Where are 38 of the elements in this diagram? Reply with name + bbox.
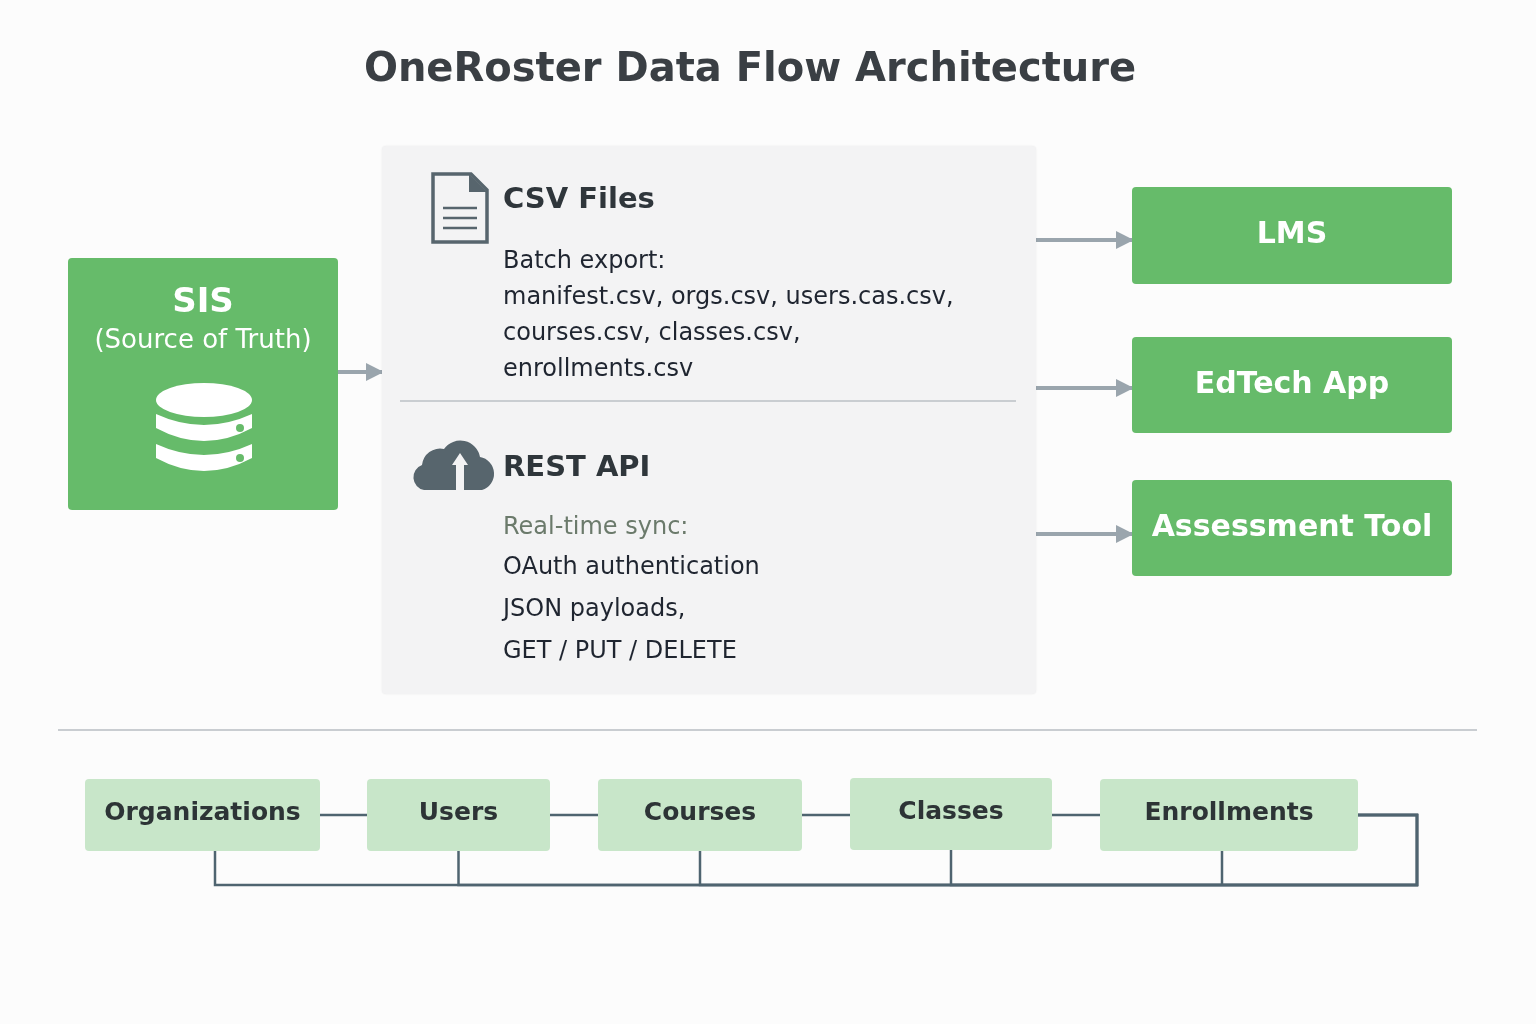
entity-box <box>598 779 802 851</box>
exchange-panel <box>382 146 1036 694</box>
connector-line <box>949 813 1419 887</box>
target-app-box <box>1132 187 1452 284</box>
section-text: OAuth authentication <box>503 551 760 582</box>
arrow <box>1036 231 1134 249</box>
box-title: SIS <box>171 280 235 320</box>
section-text: manifest.csv, orgs.csv, users.cas.csv, courses.csv, classes.csv, enrollments.csv <box>503 281 955 384</box>
entity-box <box>367 779 550 851</box>
connector-line <box>550 813 598 817</box>
arrow <box>338 363 384 381</box>
target-app-box <box>1132 337 1452 433</box>
box-label: Organizations <box>103 797 302 826</box>
entity-box <box>1100 779 1358 851</box>
connector-line <box>1052 813 1100 817</box>
section-heading: REST API <box>503 448 651 484</box>
section-text: Real-time sync: <box>503 511 689 542</box>
arrow <box>1036 525 1134 543</box>
box-label: Enrollments <box>1143 797 1315 826</box>
box-label: LMS <box>1255 215 1329 250</box>
section-text: GET / PUT / DELETE <box>503 635 737 666</box>
box-label: Users <box>417 797 500 826</box>
section-text: Batch export: <box>503 245 666 276</box>
source-system-box <box>68 258 338 510</box>
target-app-box <box>1132 480 1452 576</box>
connector-line <box>320 813 367 817</box>
box-label: EdTech App <box>1193 365 1391 400</box>
diagram-title: OneRoster Data Flow Architecture <box>362 44 1138 90</box>
box-label: Classes <box>897 796 1005 825</box>
box-subtitle: (Source of Truth) <box>93 324 313 354</box>
section-text: JSON payloads, <box>503 593 686 624</box>
box-label: Assessment Tool <box>1150 508 1434 543</box>
arrow <box>1036 379 1134 397</box>
entity-box <box>850 778 1052 850</box>
connector-line <box>802 813 850 817</box>
box-label: Courses <box>642 797 758 826</box>
section-heading: CSV Files <box>503 180 655 216</box>
entity-box <box>85 779 320 851</box>
